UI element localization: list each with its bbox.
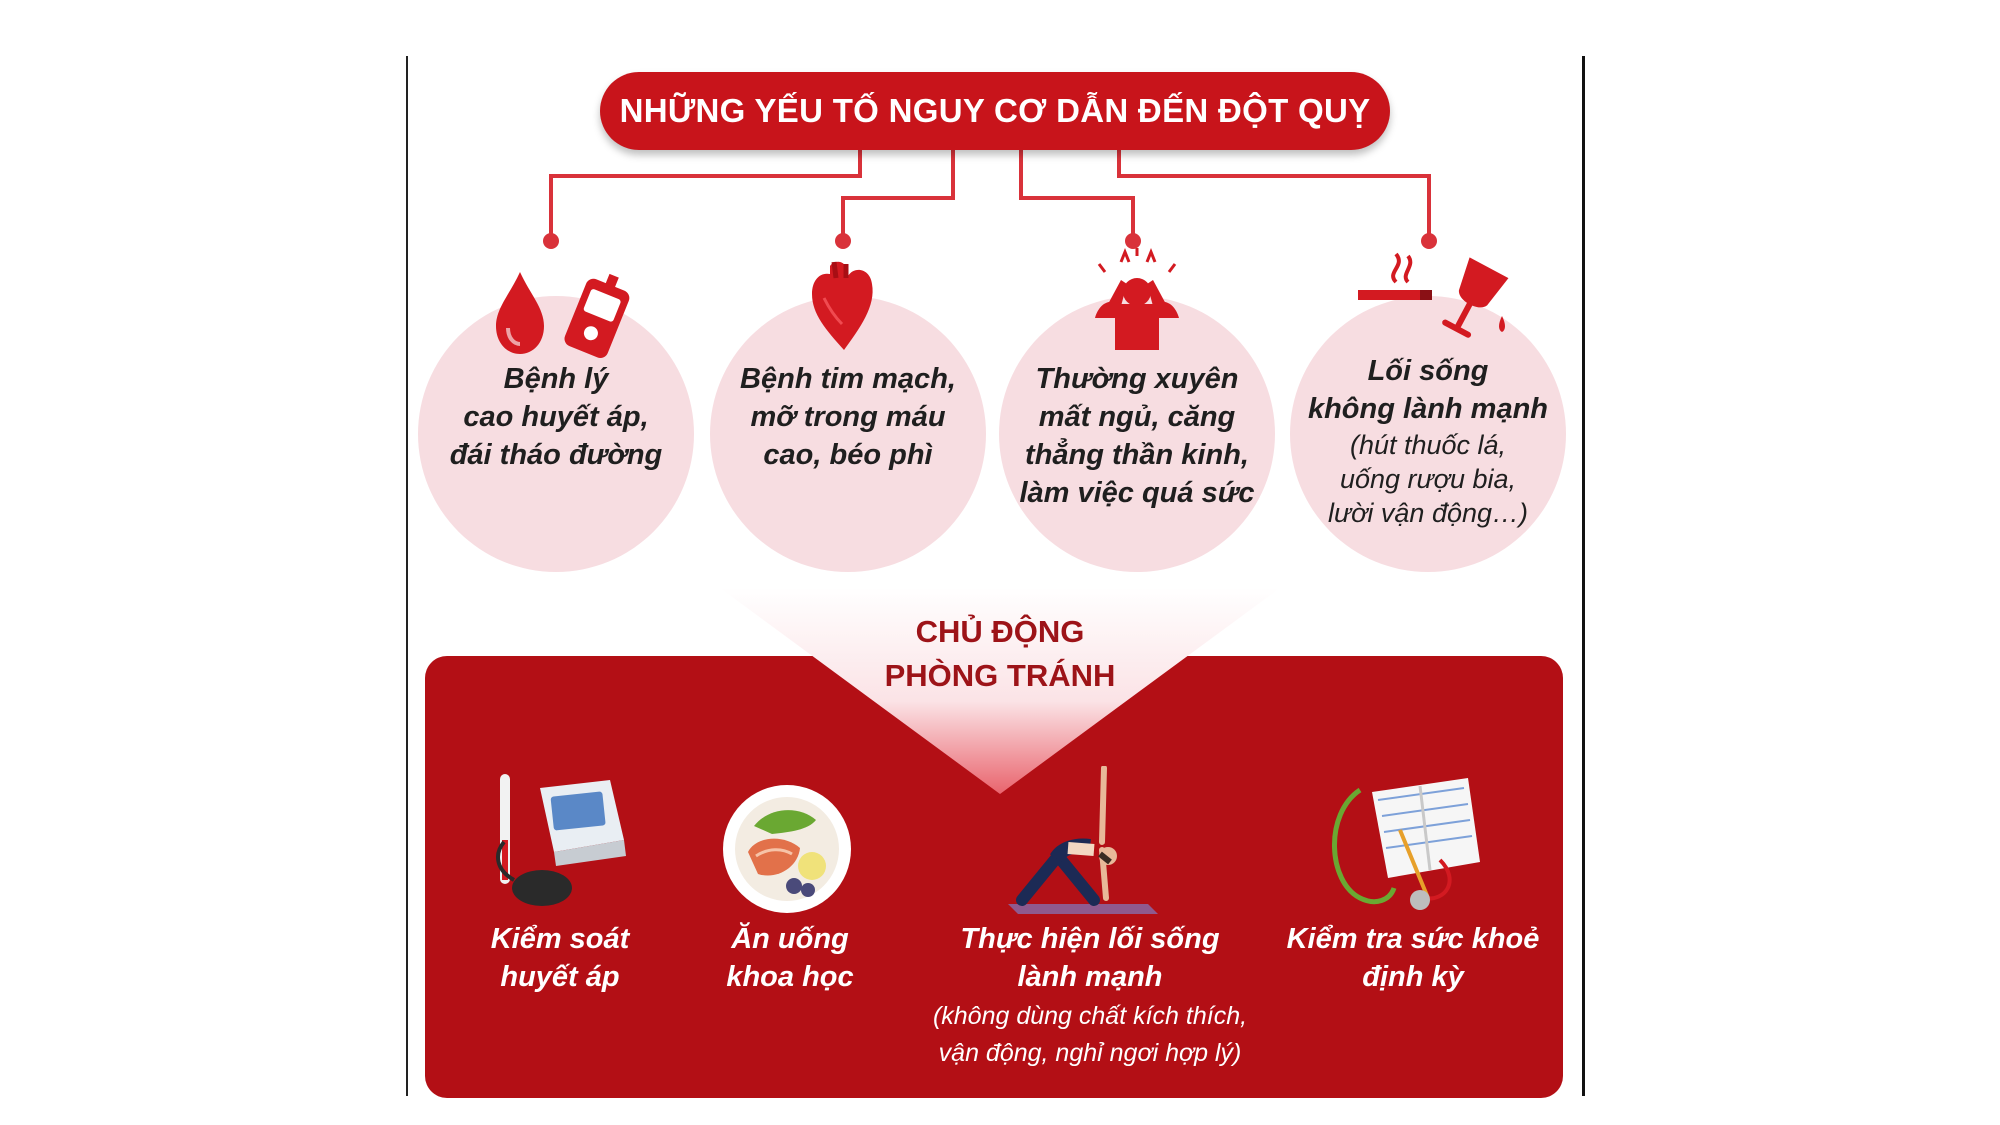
risk-line: mất ngủ, căng (1038, 401, 1236, 433)
cta-line-1: CHỦ ĐỘNG (915, 614, 1085, 649)
prevention-line: Ăn uống (731, 923, 849, 955)
risk-line: đái tháo đường (449, 439, 663, 471)
connector-dot-4 (1421, 233, 1437, 249)
risk-text-1: Bệnh lý cao huyết áp, đái tháo đường (418, 360, 694, 474)
prevention-line: huyết áp (500, 961, 620, 993)
risk-line: không lành mạnh (1307, 393, 1549, 425)
prevention-note-line: vận động, nghỉ ngơi hợp lý) (938, 1039, 1242, 1067)
risk-circle-1 (418, 296, 694, 572)
prevention-line: định kỳ (1362, 961, 1464, 993)
connector-dot-1 (543, 233, 559, 249)
connector-1 (549, 150, 862, 240)
prevention-line: Thực hiện lối sống (960, 923, 1220, 955)
cigarette-wine-glass-icon (1358, 252, 1509, 338)
cta-text: CHỦ ĐỘNG PHÒNG TRÁNH (820, 610, 1180, 698)
prevention-note-line: (không dùng chất kích thích, (932, 1002, 1248, 1030)
heart-icon (812, 261, 873, 350)
blood-drop-glucometer-icon (496, 272, 630, 358)
risk-line: mỡ trong máu (750, 401, 946, 433)
connector-2 (841, 150, 955, 240)
title-text: NHỮNG YẾU TỐ NGUY CƠ DẪN ĐẾN ĐỘT QUỴ (619, 92, 1371, 129)
risk-line: Thường xuyên (1035, 363, 1239, 395)
risk-subline: (hút thuốc lá, (1349, 430, 1507, 460)
connector-3 (1019, 150, 1135, 240)
blood-pressure-monitor-icon (496, 774, 626, 906)
prevention-line: khoa học (726, 961, 854, 993)
risk-line: Bệnh tim mạch, (740, 363, 956, 395)
prevention-note-3: (không dùng chất kích thích, vận động, n… (890, 998, 1290, 1072)
risk-line: Lối sống (1367, 355, 1489, 387)
prevention-label-2: Ăn uống khoa học (670, 920, 910, 996)
risk-circle-4 (1290, 296, 1566, 572)
prevention-label-4: Kiểm tra sức khoẻ định kỳ (1268, 920, 1558, 996)
frame-border-left (406, 56, 408, 1096)
prevention-line: Kiểm soát (490, 923, 630, 955)
healthy-food-plate-icon (723, 785, 851, 913)
connector-dot-2 (835, 233, 851, 249)
risk-subline: lười vận động…) (1327, 498, 1529, 528)
prevention-label-1: Kiểm soát huyết áp (440, 920, 680, 996)
risk-subline: uống rượu bia, (1339, 464, 1517, 494)
risk-text-2: Bệnh tim mạch, mỡ trong máu cao, béo phì (710, 360, 986, 474)
risk-line: làm việc quá sức (1019, 477, 1255, 509)
prevention-label-3: Thực hiện lối sống lành mạnh (905, 920, 1275, 996)
risk-line: cao huyết áp, (463, 401, 649, 433)
medical-checkup-icon (1332, 778, 1480, 910)
stressed-person-icon (1095, 247, 1179, 350)
risk-text-3: Thường xuyên mất ngủ, căng thẳng thần ki… (999, 360, 1275, 512)
prevention-line: Kiểm tra sức khoẻ (1286, 923, 1540, 955)
down-arrow-triangle (720, 588, 1280, 794)
frame-border-right (1582, 56, 1585, 1096)
title-banner: NHỮNG YẾU TỐ NGUY CƠ DẪN ĐẾN ĐỘT QUỴ (600, 72, 1390, 150)
risk-text-4: Lối sống không lành mạnh (hút thuốc lá, … (1290, 352, 1566, 530)
risk-line: cao, béo phì (763, 439, 933, 471)
risk-line: Bệnh lý (503, 363, 609, 395)
prevention-line: lành mạnh (1017, 961, 1163, 993)
connector-dot-3 (1125, 233, 1141, 249)
yoga-pose-icon (1008, 766, 1158, 914)
risk-line: thẳng thần kinh, (1025, 439, 1249, 471)
connector-4 (1117, 150, 1431, 240)
cta-line-2: PHÒNG TRÁNH (884, 658, 1116, 693)
